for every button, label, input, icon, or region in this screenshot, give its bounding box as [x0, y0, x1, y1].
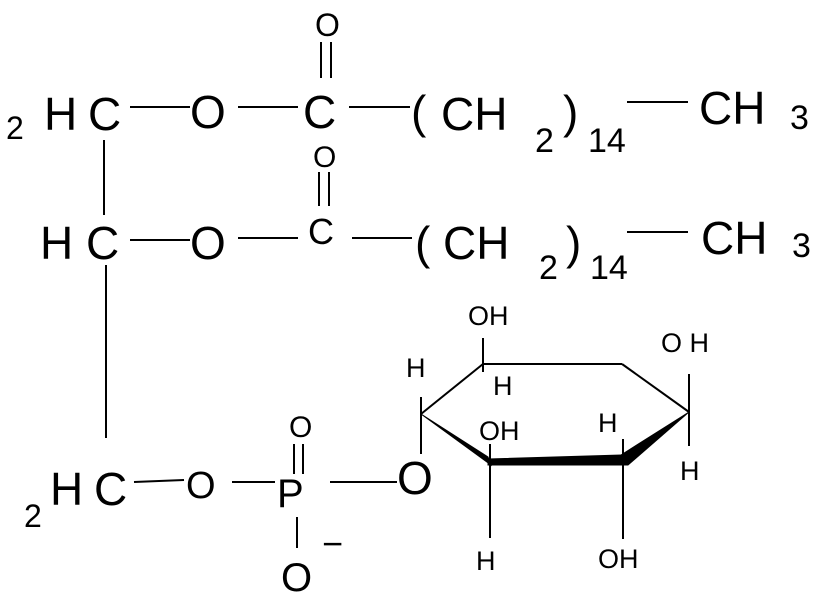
phosphate-group: O P O O − O: [133, 411, 433, 600]
repeat-count-1: 14: [588, 122, 626, 160]
fatty-acid-chain-2: O C O ( CH 2 ) 14 CH 3: [130, 141, 811, 287]
bottom-ch2-hydrogen: H: [50, 463, 83, 515]
open-paren-2: (: [415, 217, 431, 269]
top-ch2-subscript: 2: [6, 110, 24, 146]
inositol-link-oxygen: O: [397, 452, 433, 504]
methylene-subscript-2: 2: [539, 249, 558, 287]
close-paren-2: ): [566, 217, 581, 269]
negative-charge: −: [322, 523, 343, 564]
ring-bond-c3-c4: [621, 363, 690, 413]
ring-wedge-c5-c4: [620, 411, 690, 466]
c6-hydrogen: H: [476, 546, 496, 576]
middle-ch-carbon: C: [86, 217, 119, 269]
close-paren-1: ): [563, 86, 578, 138]
fatty-acid-chain-1: O C O ( CH 2 ) 14 CH 3: [130, 7, 809, 160]
methyl-subscript-2: 3: [792, 227, 811, 265]
bottom-ch2-carbon: C: [94, 463, 127, 515]
methyl-2: CH: [701, 212, 767, 264]
c4-hydrogen: H: [680, 456, 700, 486]
phosphate-oxygen-bottom: O: [281, 556, 312, 600]
c5-hydroxyl: OH: [598, 544, 639, 574]
methyl-subscript-1: 3: [790, 99, 809, 137]
inositol-ring: H OH H O H H OH H H OH: [406, 301, 709, 576]
open-paren-1: (: [411, 86, 427, 138]
phosphate-oxygen-left: O: [186, 465, 216, 507]
ring-wedge-c6-c5: [487, 454, 622, 466]
carbonyl-oxygen-1: O: [315, 7, 340, 43]
ring-bond-c1-c2: [420, 363, 484, 415]
c6-hydroxyl: OH: [479, 416, 520, 446]
top-ch2-hydrogen: H: [44, 88, 77, 140]
c4-hydroxyl: O H: [661, 328, 709, 358]
middle-ch-hydrogen: H: [40, 217, 73, 269]
bond-c3-o: [133, 479, 185, 483]
phosphorus: P: [277, 472, 304, 516]
c1-hydrogen: H: [406, 353, 426, 383]
ester-oxygen-2: O: [190, 217, 226, 269]
carbonyl-carbon-1: C: [303, 86, 336, 138]
methylene-1: CH: [441, 88, 507, 140]
repeat-count-2: 14: [590, 249, 628, 287]
glycerol-backbone: 2 H C H C 2 H C: [6, 88, 127, 534]
ester-oxygen-1: O: [190, 86, 226, 138]
methylene-2: CH: [443, 217, 509, 269]
c2-hydrogen: H: [493, 371, 513, 401]
methyl-1: CH: [699, 82, 765, 134]
carbonyl-carbon-2: C: [308, 211, 334, 252]
methylene-subscript-1: 2: [535, 122, 554, 160]
c5-hydrogen: H: [598, 408, 618, 438]
bottom-ch2-subscript: 2: [24, 498, 42, 534]
c2-hydroxyl: OH: [468, 301, 509, 331]
top-ch2-carbon: C: [88, 88, 121, 140]
phosphate-oxygen-top: O: [289, 411, 312, 444]
carbonyl-oxygen-2: O: [313, 141, 336, 174]
